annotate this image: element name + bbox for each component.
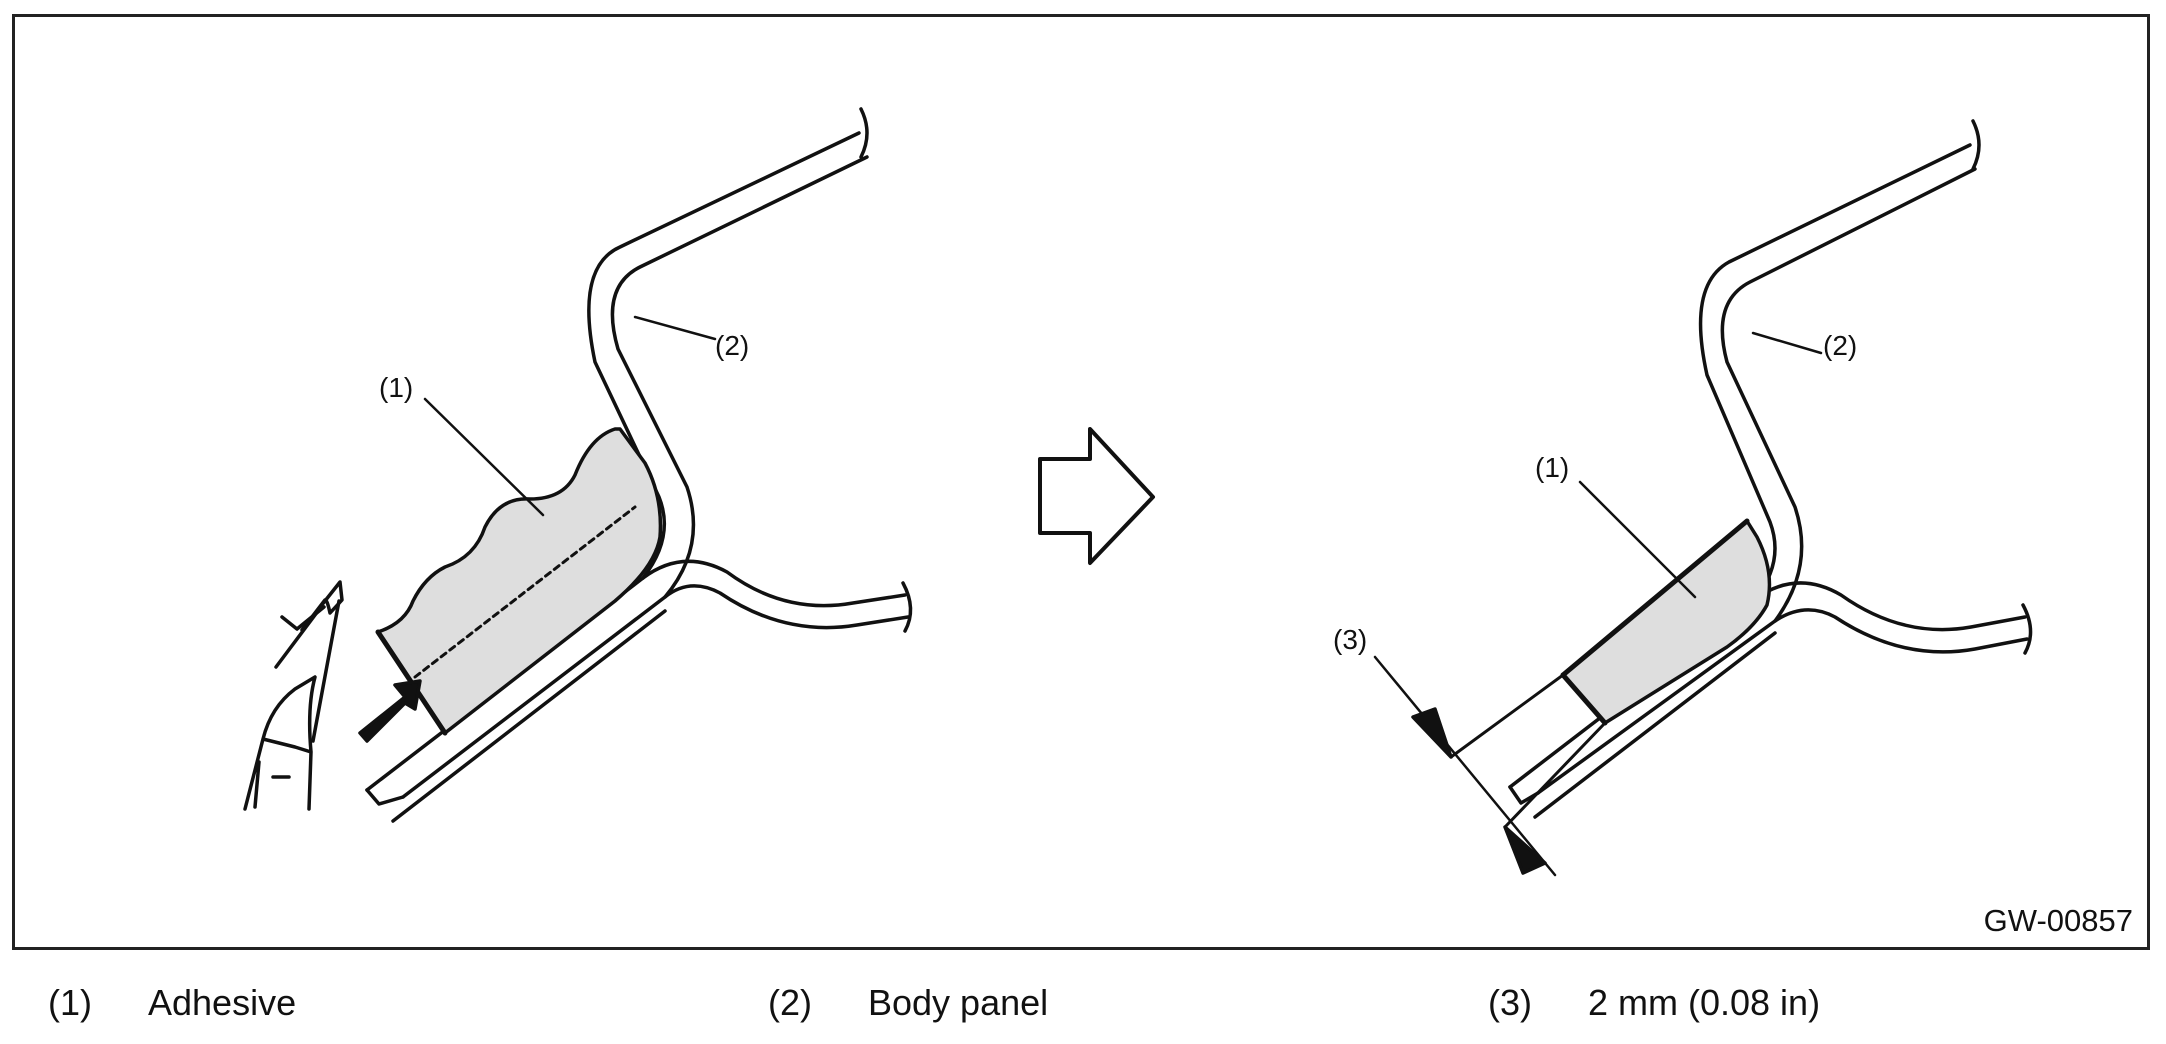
diagram-canvas: (1) (2) (1) (2) (3) — [243, 107, 2033, 877]
right-extension-line — [1503, 721, 1607, 829]
right-break-mark-top — [1971, 119, 1981, 171]
legend-num: (3) — [1488, 982, 1532, 1023]
right-break-mark-bottom — [2021, 603, 2033, 655]
legend-num: (1) — [48, 982, 92, 1023]
right-body-panel-inner — [1536, 608, 2029, 795]
knife-spine — [274, 599, 341, 743]
left-break-mark-bottom — [901, 581, 913, 633]
left-push-arrow — [358, 679, 422, 743]
right-callout-leader-1 — [1578, 480, 1697, 599]
right-flange-strip — [1508, 631, 1777, 819]
right-callout-3: (3) — [1333, 624, 1367, 655]
left-callout-leader-1 — [423, 397, 545, 517]
left-body-panel-inner — [401, 584, 910, 799]
left-illustration — [243, 107, 913, 823]
right-upper-flange-outer — [1698, 143, 1972, 601]
legend-item-gap: (3) 2 mm (0.08 in) — [1488, 982, 1820, 1024]
left-break-mark-top — [859, 107, 869, 159]
transition-arrow-icon — [1038, 427, 1155, 565]
dimension-arrow-bottom — [1503, 825, 1547, 875]
left-callout-leader-2 — [633, 315, 717, 341]
right-upper-flange-inner — [1720, 167, 1977, 623]
left-adhesive-cut-line — [413, 505, 637, 679]
right-callout-leader-2 — [1751, 331, 1823, 355]
legend-num: (2) — [768, 982, 812, 1023]
left-upper-flange-inner — [610, 155, 869, 599]
right-adhesive-edge-top — [1560, 518, 1750, 678]
left-adhesive — [376, 427, 663, 735]
left-callout-2: (2) — [715, 330, 749, 361]
right-callout-1: (1) — [1535, 452, 1569, 483]
legend-item-body-panel: (2) Body panel — [768, 982, 1048, 1024]
diagram-frame: (1) (2) (1) (2) (3) GW-00857 — [12, 14, 2150, 950]
legend: (1) Adhesive (2) Body panel (3) 2 mm (0.08 … — [0, 982, 2166, 1032]
legend-item-adhesive: (1) Adhesive — [48, 982, 296, 1024]
legend-label: Body panel — [868, 982, 1049, 1023]
left-body-panel-outer — [365, 559, 907, 792]
right-adhesive-edge-cut — [1560, 672, 1608, 726]
dimension-arrow-top — [1411, 707, 1453, 759]
right-adhesive — [1561, 519, 1772, 725]
left-upper-flange-outer — [587, 131, 861, 580]
right-callout-2: (2) — [1823, 330, 1857, 361]
right-glass-edge — [1449, 673, 1565, 759]
knife-icon — [300, 580, 344, 632]
right-illustration — [1373, 119, 2033, 877]
dimension-line-3 — [1373, 655, 1557, 877]
left-callout-1: (1) — [379, 372, 413, 403]
right-body-panel-outer — [1508, 581, 2027, 789]
figure-code: GW-00857 — [1983, 903, 2133, 938]
legend-label: 2 mm (0.08 in) — [1588, 982, 1821, 1023]
knife-handle — [243, 675, 317, 811]
legend-label: Adhesive — [148, 982, 297, 1023]
left-flange-strip — [365, 609, 667, 823]
